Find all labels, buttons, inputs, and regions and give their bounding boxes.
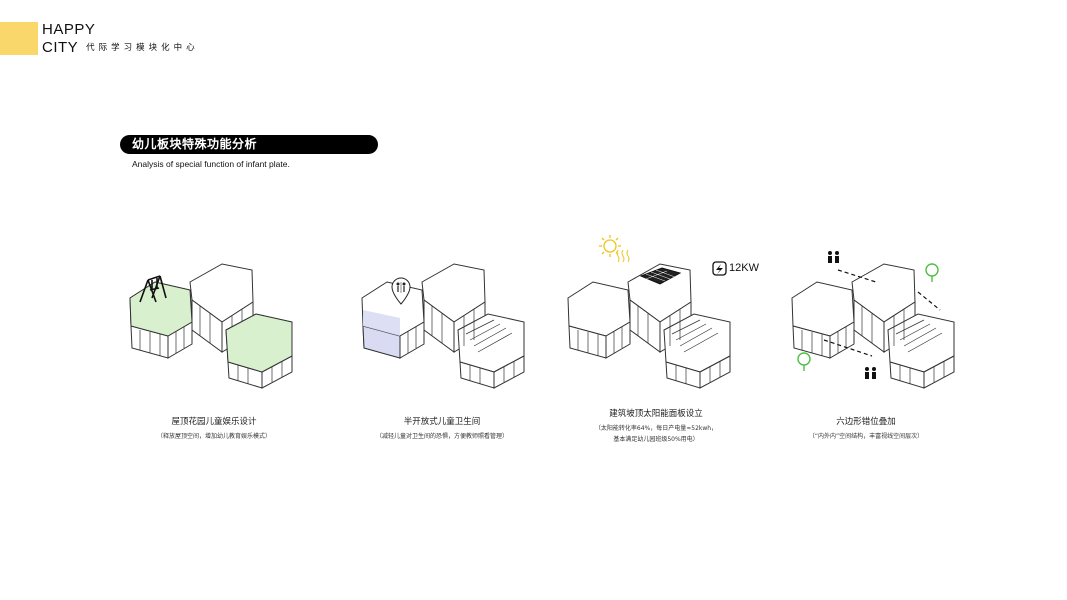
caption-note: （减轻儿童对卫生间的恐惧，方便教师照看管理）: [375, 433, 508, 440]
people-icon: [828, 251, 876, 379]
caption-solar: 建筑坡顶太阳能面板设立 （太阳能转化率64%，每日产电量≈52kwh， 基本满足…: [556, 408, 756, 445]
caption-roof-garden: 屋顶花园儿童娱乐设计 （释放屋顶空间，增加幼儿教育娱乐模式）: [114, 416, 314, 442]
solar-panel: [639, 267, 682, 285]
sun-icon: [599, 235, 621, 257]
swing-icon: [139, 275, 167, 303]
panel-solar-diagram: [567, 235, 731, 389]
tree-icon: [797, 263, 939, 371]
caption-hexagon: 六边形错位叠加 （“内外内”空间结构，丰富视线空间层次）: [766, 416, 966, 442]
roof-garden-highlight-right: [225, 313, 293, 373]
panel-roof-garden-diagram: [129, 263, 293, 389]
heat-waves-icon: [616, 249, 630, 263]
panel-hexagon-diagram: [791, 251, 955, 389]
section-subtitle: Analysis of special function of infant p…: [132, 159, 290, 169]
section-title: 幼儿板块特殊功能分析: [120, 135, 378, 154]
lightning-icon: [712, 261, 727, 276]
roof-garden-highlight: [129, 281, 193, 337]
caption-title: 半开放式儿童卫生间: [403, 417, 481, 427]
logo-text-happy: HAPPY: [42, 21, 96, 38]
logo-block: [0, 22, 38, 55]
caption-title: 六边形错位叠加: [836, 417, 896, 427]
caption-title: 建筑坡顶太阳能面板设立: [609, 409, 703, 419]
caption-title: 屋顶花园儿童娱乐设计: [171, 417, 257, 427]
restroom-pin-icon: [391, 277, 411, 305]
caption-note: （太阳能转化率64%，每日产电量≈52kwh， 基本满足幼儿园班级50%用电）: [556, 423, 756, 445]
logo-text-city: CITY: [42, 39, 79, 56]
caption-note-line: （太阳能转化率64%，每日产电量≈52kwh，: [594, 425, 718, 432]
caption-note-line: 基本满足幼儿园班级50%用电）: [613, 436, 699, 443]
caption-restroom: 半开放式儿童卫生间 （减轻儿童对卫生间的恐惧，方便教师照看管理）: [342, 416, 542, 442]
power-label: 12KW: [729, 262, 759, 274]
caption-note: （释放屋顶空间，增加幼儿教育娱乐模式）: [156, 433, 271, 440]
caption-note: （“内外内”空间结构，丰富视线空间层次）: [808, 433, 924, 440]
panel-restroom-diagram: [361, 263, 525, 389]
logo-line-city: CITY 代际学习模块化中心: [42, 39, 199, 56]
logo-subtitle: 代际学习模块化中心: [86, 43, 199, 53]
